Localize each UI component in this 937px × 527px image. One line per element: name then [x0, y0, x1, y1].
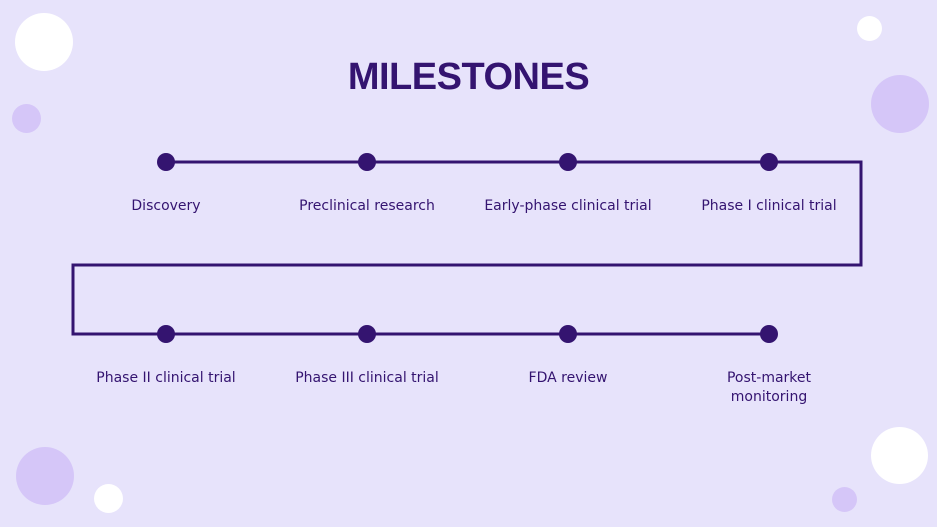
decorative-circle	[871, 427, 928, 484]
milestone-dot	[157, 153, 175, 171]
decorative-circle	[857, 16, 882, 41]
page-title: MILESTONES	[347, 56, 590, 98]
milestone-dot	[760, 325, 778, 343]
milestone-label-phase-3: Phase III clinical trial	[295, 370, 439, 386]
milestone-label-discovery: Discovery	[131, 198, 201, 214]
milestone-dot	[358, 153, 376, 171]
milestone-label-phase-2: Phase II clinical trial	[96, 370, 236, 386]
milestone-dot	[760, 153, 778, 171]
milestone-label-fda-review: FDA review	[528, 370, 608, 386]
milestone-label-post-market: Post-market monitoring	[726, 370, 812, 405]
milestone-dot	[157, 325, 175, 343]
decorative-circle	[94, 484, 123, 513]
milestone-dot	[559, 153, 577, 171]
milestone-label-early-phase: Early-phase clinical trial	[484, 198, 652, 214]
decorative-circle	[871, 75, 929, 133]
milestone-label-preclinical: Preclinical research	[299, 198, 435, 214]
milestone-dot	[358, 325, 376, 343]
milestone-dot	[559, 325, 577, 343]
decorative-circle	[12, 104, 41, 133]
decorative-circle	[15, 13, 73, 71]
decorative-circle	[832, 487, 857, 512]
decorative-circle	[16, 447, 74, 505]
milestone-label-phase-1: Phase I clinical trial	[701, 198, 837, 214]
